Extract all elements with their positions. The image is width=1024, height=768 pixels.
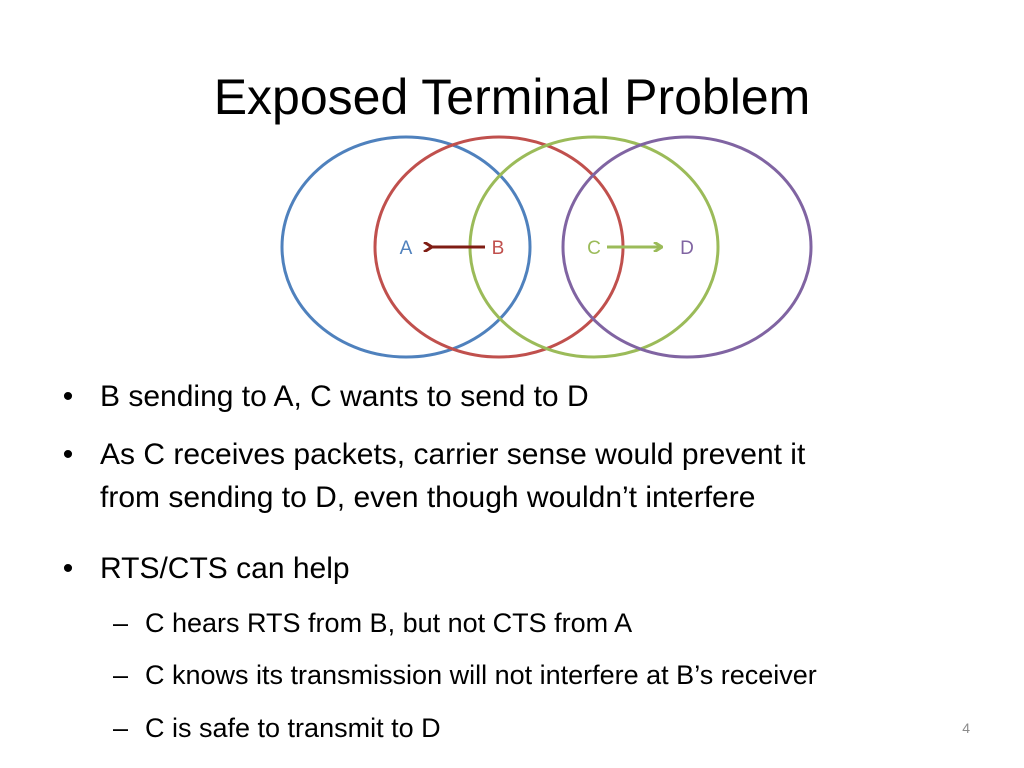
node-label-B: B (492, 238, 505, 259)
range-circle-A (280, 135, 532, 359)
bullet-text-line: from sending to D, even though wouldn’t … (100, 481, 756, 514)
bullet-text: RTS/CTS can help (100, 552, 350, 585)
sub-bullet-item: – C hears RTS from B, but not CTS from A (113, 605, 1005, 641)
sub-bullet-marker: – (113, 660, 129, 690)
bullet-text: B sending to A, C wants to send to D (100, 380, 589, 413)
bullet-item: • RTS/CTS can help (63, 547, 1000, 590)
bullet-marker: • (62, 552, 74, 585)
range-circle-D (561, 135, 813, 359)
sub-bullet-text: C knows its transmission will not interf… (145, 660, 817, 690)
bullet-marker: • (62, 380, 74, 413)
bullet-text-line: As C receives packets, carrier sense wou… (100, 438, 806, 471)
node-label-A: A (400, 238, 413, 259)
bullet-item: • B sending to A, C wants to send to D (63, 375, 1000, 418)
sub-bullet-text: C hears RTS from B, but not CTS from A (145, 608, 633, 638)
sub-bullet-marker: – (113, 608, 129, 638)
slide-title: Exposed Terminal Problem (213, 69, 811, 125)
page-number: 4 (962, 720, 970, 736)
sub-bullet-item: – C is safe to transmit to D (113, 710, 1005, 746)
sub-bullet-marker: – (113, 713, 129, 743)
sub-bullet-item: – C knows its transmission will not inte… (113, 657, 1005, 693)
sub-bullet-text: C is safe to transmit to D (145, 713, 441, 743)
bullet-item: • As C receives packets, carrier sense w… (63, 433, 1000, 519)
node-label-D: D (680, 238, 694, 259)
node-label-C: C (587, 238, 601, 259)
bullet-marker: • (62, 438, 74, 471)
